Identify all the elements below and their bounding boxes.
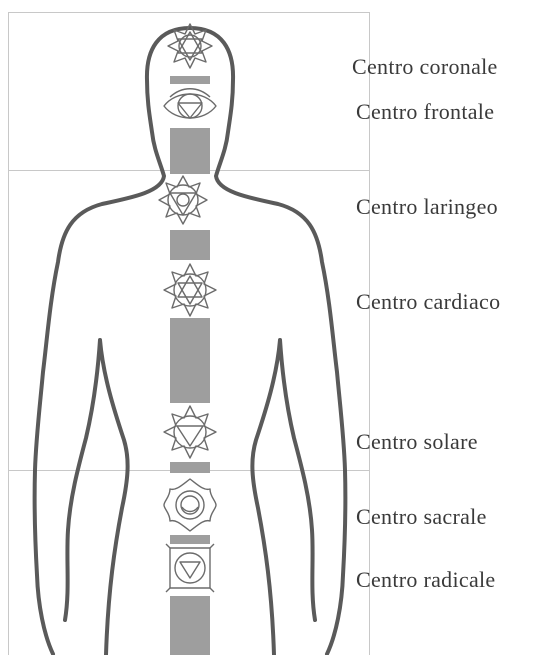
spine-segment — [170, 128, 210, 174]
spine-segment — [170, 462, 210, 473]
spine-segment — [170, 230, 210, 260]
lotus-star-icon — [159, 176, 207, 224]
spine-segment — [170, 318, 210, 403]
lotus-star-icon — [168, 24, 212, 68]
eye-icon — [164, 89, 216, 118]
spine — [170, 76, 210, 655]
lotus-circle-icon — [164, 479, 216, 531]
label-centro-frontale: Centro frontale — [356, 101, 494, 123]
label-centro-coronale: Centro coronale — [352, 56, 498, 78]
label-centro-solare: Centro solare — [356, 431, 478, 453]
downward-triangle-lotus-icon — [164, 406, 216, 458]
spine-segment — [170, 596, 210, 655]
spine-segment — [170, 76, 210, 84]
label-centro-sacrale: Centro sacrale — [356, 506, 487, 528]
hexagram-lotus-icon — [164, 264, 216, 316]
label-centro-laringeo: Centro laringeo — [356, 196, 498, 218]
square-triangle-icon — [166, 544, 214, 592]
spine-segment — [170, 535, 210, 544]
label-centro-cardiaco: Centro cardiaco — [356, 291, 500, 313]
label-centro-radicale: Centro radicale — [356, 569, 496, 591]
